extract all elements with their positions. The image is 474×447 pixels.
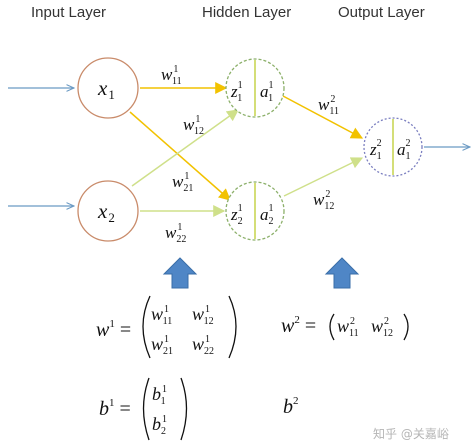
svg-text:z11: z11 bbox=[230, 80, 243, 104]
w2-left-paren bbox=[329, 313, 335, 341]
input-node-x1: x1 bbox=[77, 57, 139, 119]
watermark: 知乎 @关嘉峪 bbox=[373, 427, 449, 441]
b1-right-paren bbox=[180, 377, 188, 441]
edge-h1-out bbox=[282, 95, 364, 139]
b1-label: b1= bbox=[99, 397, 131, 420]
up-arrow-icon bbox=[324, 257, 360, 289]
input-node-x2: x2 bbox=[77, 180, 139, 242]
svg-text:x1: x1 bbox=[97, 76, 115, 102]
b1-left-paren bbox=[142, 377, 150, 441]
x1-sub: 1 bbox=[108, 87, 115, 102]
x2-base: x bbox=[97, 199, 108, 223]
edge-x1-h2 bbox=[129, 111, 231, 201]
svg-text:a21: a21 bbox=[397, 138, 411, 162]
x2-sub: 2 bbox=[108, 210, 115, 225]
w1-label: w1= bbox=[96, 318, 131, 341]
svg-text:a12: a12 bbox=[260, 203, 274, 227]
svg-text:z12: z12 bbox=[230, 203, 243, 227]
x1-base: x bbox=[97, 76, 108, 100]
edge-x2-h1 bbox=[131, 109, 239, 187]
input-layer-title: Input Layer bbox=[31, 4, 106, 21]
svg-text:a11: a11 bbox=[260, 80, 274, 104]
up-arrow-icon bbox=[162, 257, 198, 289]
w1-right-paren bbox=[228, 295, 237, 359]
hidden-layer-title: Hidden Layer bbox=[202, 4, 291, 21]
svg-text:x2: x2 bbox=[97, 199, 115, 225]
w2-right-paren bbox=[403, 313, 409, 341]
b2-label: b2 bbox=[283, 395, 299, 418]
w2-label: w2= bbox=[281, 314, 316, 337]
svg-text:z21: z21 bbox=[369, 138, 382, 162]
edge-h2-out bbox=[283, 157, 364, 197]
w1-left-paren bbox=[142, 295, 151, 359]
output-layer-title: Output Layer bbox=[338, 4, 425, 21]
